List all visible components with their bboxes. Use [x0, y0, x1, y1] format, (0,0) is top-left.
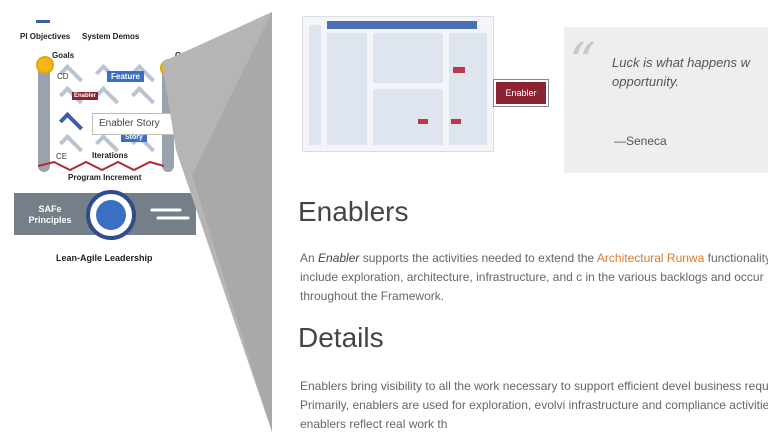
diagram-top-marker	[36, 20, 50, 23]
architectural-runway-link[interactable]: Architectural Runwa	[596, 251, 705, 265]
enabler-term: Enabler	[318, 251, 360, 265]
pi-planning-pillar-left	[38, 64, 50, 172]
thumbnail-column	[309, 25, 321, 145]
feature-tag: Feature	[107, 71, 144, 82]
p1-rest: functionality. These include exploration…	[300, 251, 768, 303]
iterations-label: Iterations	[92, 151, 129, 160]
thumbnail-column	[449, 33, 487, 145]
enabler-tag-small: Enabler	[72, 92, 99, 100]
pi-objectives-label: PI Objectives	[20, 32, 71, 41]
p1-prefix: An	[300, 251, 319, 265]
thumbnail-enabler-box	[418, 119, 428, 124]
enabler-highlight-button[interactable]: Enabler	[494, 80, 548, 106]
zoom-wedge	[162, 12, 272, 432]
program-increment-wave	[38, 160, 164, 172]
thumbnail-enabler-box	[451, 119, 461, 124]
article-panel: Enabler “ Luck is what happens w opportu…	[272, 0, 768, 441]
lanes-icon	[150, 208, 190, 220]
enablers-heading: Enablers	[298, 196, 409, 227]
story-tag: Story	[121, 133, 147, 142]
big-picture-thumbnail[interactable]	[302, 16, 494, 152]
details-paragraph: Enablers bring visibility to all the wor…	[300, 379, 768, 431]
thumbnail-column	[327, 33, 367, 145]
program-increment-label: Program Increment	[68, 173, 142, 182]
quote-text: Luck is what happens w opportunity.	[612, 55, 751, 89]
goals-left-label: Goals	[52, 51, 75, 60]
cd-label: CD	[57, 72, 69, 81]
thumbnail-header	[327, 21, 477, 29]
safe-principles-label: SAFe Principles	[28, 204, 72, 225]
lean-agile-leadership-label: Lean-Agile Leadership	[56, 253, 153, 263]
thumbnail-column	[373, 33, 443, 83]
quote-mark-icon: “	[569, 33, 596, 93]
system-demos-label: System Demos	[82, 32, 140, 41]
quote-author: —Seneca	[614, 134, 667, 148]
p1-mid: supports the activities needed to extend…	[359, 251, 597, 265]
details-heading: Details	[298, 322, 384, 353]
thumbnail-enabler-box	[453, 67, 465, 73]
lightbulb-icon	[36, 56, 54, 74]
thumbnail-column	[373, 89, 443, 145]
leadership-medallion-icon	[86, 190, 136, 240]
quote-box: “ Luck is what happens w opportunity. —S…	[564, 27, 768, 173]
ce-label: CE	[56, 152, 68, 161]
people-icon	[96, 200, 126, 230]
enablers-paragraph: An Enabler supports the activities neede…	[300, 249, 768, 306]
